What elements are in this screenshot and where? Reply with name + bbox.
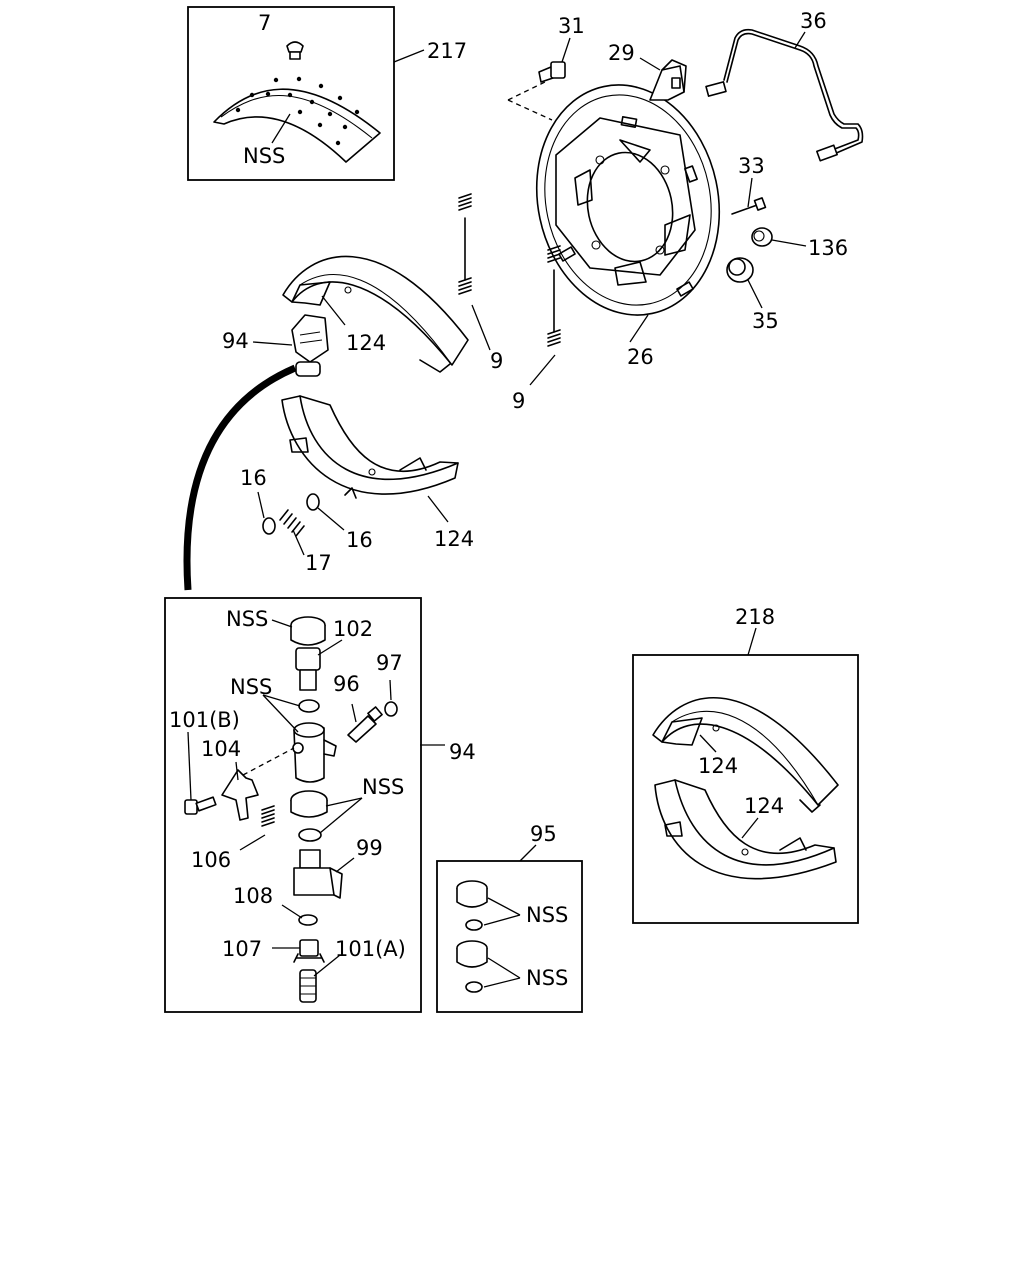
label-9-lower: 9 xyxy=(512,389,525,413)
bolt-31 xyxy=(538,61,566,83)
piston-102 xyxy=(295,647,321,691)
label-31: 31 xyxy=(558,14,585,38)
label-104: 104 xyxy=(201,737,241,761)
brake-shoe-124-upper xyxy=(282,255,469,373)
bleeder-cap-97 xyxy=(384,701,398,717)
kit-shoe-lower xyxy=(654,779,837,880)
adjuster-lever-104 xyxy=(221,769,259,821)
label-9-upper: 9 xyxy=(490,349,503,373)
pin-33 xyxy=(731,197,767,215)
kit-shoe-upper xyxy=(652,696,839,813)
bleeder-screw-96 xyxy=(347,706,383,743)
lining-kit-217: 7 217 NSS xyxy=(187,6,467,181)
seal-kit-95: 95 NSS NSS xyxy=(436,822,583,1013)
seal-kit-box xyxy=(436,860,583,1013)
label-107: 107 xyxy=(222,937,262,961)
brake-lining xyxy=(213,76,381,163)
label-124-kit-upper: 124 xyxy=(698,754,738,778)
label-124-lower: 124 xyxy=(434,527,474,551)
kit-boot-lower xyxy=(456,940,488,993)
label-nss-cap: NSS xyxy=(226,607,268,631)
wheel-cylinder-detail-94: NSS 102 NSS 96 97 101(B) 104 94 NSS 106 … xyxy=(164,597,476,1013)
shoe-kit-218: 218 124 124 xyxy=(632,605,859,924)
return-spring-9-upper xyxy=(458,193,472,295)
label-124-kit-lower: 124 xyxy=(744,794,784,818)
brake-pipe-36 xyxy=(705,28,864,162)
label-108: 108 xyxy=(233,884,273,908)
detail-callout-curve xyxy=(183,364,297,591)
rivet-7 xyxy=(286,41,304,60)
label-97: 97 xyxy=(376,651,403,675)
shoe-kit-box xyxy=(632,654,859,924)
washer-108 xyxy=(298,914,318,926)
spring-106 xyxy=(261,805,275,827)
bleeder-block-29 xyxy=(649,59,687,101)
piston-99 xyxy=(293,849,343,899)
label-101b: 101(B) xyxy=(169,708,240,732)
label-35: 35 xyxy=(752,309,779,333)
grommet-35 xyxy=(726,257,754,283)
label-106: 106 xyxy=(191,848,231,872)
label-136: 136 xyxy=(808,236,848,260)
adjuster-spring-17 xyxy=(279,509,305,537)
brake-shoe-124-lower xyxy=(281,395,459,499)
washer-16-left xyxy=(262,517,276,535)
adjuster-screw-101a xyxy=(299,969,317,1003)
plug-136 xyxy=(751,227,773,247)
label-101a: 101(A) xyxy=(335,937,406,961)
label-26: 26 xyxy=(627,345,654,369)
label-33: 33 xyxy=(738,154,765,178)
label-94-top: 94 xyxy=(222,329,249,353)
wheel-cylinder-94 xyxy=(291,314,329,377)
cup-seal-lower xyxy=(298,828,322,842)
wheel-cylinder-box xyxy=(164,597,422,1013)
return-spring-9-lower xyxy=(547,245,561,347)
label-124-upper: 124 xyxy=(346,331,386,355)
label-29: 29 xyxy=(608,41,635,65)
label-nss-seal-upper: NSS xyxy=(230,675,272,699)
adjuster-nut-107 xyxy=(293,939,325,963)
label-102: 102 xyxy=(333,617,373,641)
backing-plate-26 xyxy=(535,84,721,316)
label-nss-kit-upper: NSS xyxy=(526,903,568,927)
label-nss-seal-lower: NSS xyxy=(362,775,404,799)
label-217: 217 xyxy=(427,39,467,63)
seal-boot-lower xyxy=(290,790,328,818)
kit-boot-upper xyxy=(456,880,488,931)
label-99: 99 xyxy=(356,836,383,860)
cup-seal-upper xyxy=(298,699,320,713)
washer-16-right xyxy=(306,493,320,511)
lining-kit-box xyxy=(187,6,395,181)
dust-cap xyxy=(290,616,326,646)
label-16-left: 16 xyxy=(240,466,267,490)
label-16-right: 16 xyxy=(346,528,373,552)
label-94-box: 94 xyxy=(449,740,476,764)
cylinder-body xyxy=(292,722,337,783)
label-218: 218 xyxy=(735,605,775,629)
label-nss-kit-lower: NSS xyxy=(526,966,568,990)
label-17: 17 xyxy=(305,551,332,575)
label-36: 36 xyxy=(800,9,827,33)
label-nss-lining: NSS xyxy=(243,144,285,168)
bolt-101b xyxy=(184,796,217,815)
label-7: 7 xyxy=(258,11,271,35)
label-95: 95 xyxy=(530,822,557,846)
label-96: 96 xyxy=(333,672,360,696)
